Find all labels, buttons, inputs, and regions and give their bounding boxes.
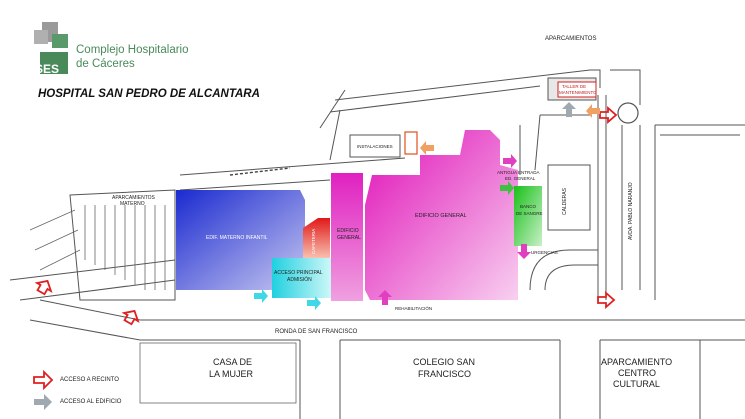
orange-arrows [420,104,600,155]
casa-mujer-block [139,342,297,404]
label-aparcamientos-top: APARCAMIENTOS [545,36,596,42]
edificio-general-small [331,173,363,301]
edificio-general-building [365,130,518,300]
red-arrows [34,106,618,326]
cyan-arrows [254,289,321,310]
pink-arrows [378,154,531,305]
label-banco-1: BANCO [520,204,537,209]
label-antigua-1: ANTIGUA ENTRADA [497,170,540,175]
label-urgencias: URGENCIAS [531,250,558,255]
map-title: HOSPITAL SAN PEDRO DE ALCANTARA [38,88,260,100]
label-edificio-general: EDIFICIO GENERAL [415,213,467,219]
label-banco-2: DE SANGRE [516,211,543,216]
label-edificio-small-1: EDIFICIO [337,228,359,234]
label-avda: AVDA. PABLO NARANJO [628,182,634,240]
label-aparc-centro-2: CENTRO [618,368,656,378]
label-taller-2: MANTENIMIENTO [559,90,597,95]
label-rehabilitacion: REHABILITACIÓN [395,305,432,311]
road-outlines [9,69,745,419]
label-taller-1: TALLER DE [562,84,586,89]
label-acceso-principal-1: ACCESO PRINCIPAL [274,270,323,276]
orange-entrance [404,131,418,155]
legend-arrows [33,369,54,410]
road-dashes [229,167,291,176]
parking-stalls [29,205,166,290]
brand-line1: Complejo Hospitalario [76,44,189,56]
acceso-principal-building [272,258,332,298]
label-colegio-1: COLEGIO SAN [413,357,475,367]
label-acceso-principal-2: ADMISIÓN [287,276,312,283]
roundabout [617,102,639,124]
label-casa-2: LA MUJER [209,369,254,379]
label-cafeteria: CAFETERIA [311,229,316,254]
legend-acceso-recinto: ACCESO A RECINTO [60,377,119,383]
map-labels: SES APARCAMIENTOS TALLER DE MANTENIMIENT… [35,36,672,389]
label-colegio-2: FRANCISCO [418,369,471,379]
label-casa-1: CASA DE [213,357,252,367]
green-arrows [500,181,514,195]
banco-sangre-building [514,186,542,246]
ses-logo [34,22,68,74]
brand-line2: de Cáceres [76,58,135,70]
gray-arrows [562,102,576,117]
legend-acceso-edificio: ACCESO AL EDIFICIO [60,399,122,405]
label-antigua-2: ED. GENERAL [505,176,536,181]
brand-name: Complejo Hospitalario de Cáceres [76,43,189,71]
label-aparc-materno-1: APARCAMIENTOS [112,195,156,201]
calderas-building [547,164,591,231]
cafeteria-building [303,218,330,258]
label-materno-infantil: EDIF. MATERNO INFANTIL [206,235,268,241]
label-instalaciones: INSTALACIONES [357,144,393,149]
label-edificio-small-2: GENERAL [337,235,361,241]
label-aparc-centro-3: CULTURAL [613,379,660,389]
taller-box [557,81,597,98]
label-ronda: RONDA DE SAN FRANCISCO [275,329,358,335]
label-aparc-centro-1: APARCAMIENTO [601,357,672,367]
logo-text: SES [35,62,59,76]
label-calderas: CALDERAS [562,187,568,215]
instalaciones-building [349,134,401,158]
label-aparc-materno-2: MATERNO [120,201,145,207]
